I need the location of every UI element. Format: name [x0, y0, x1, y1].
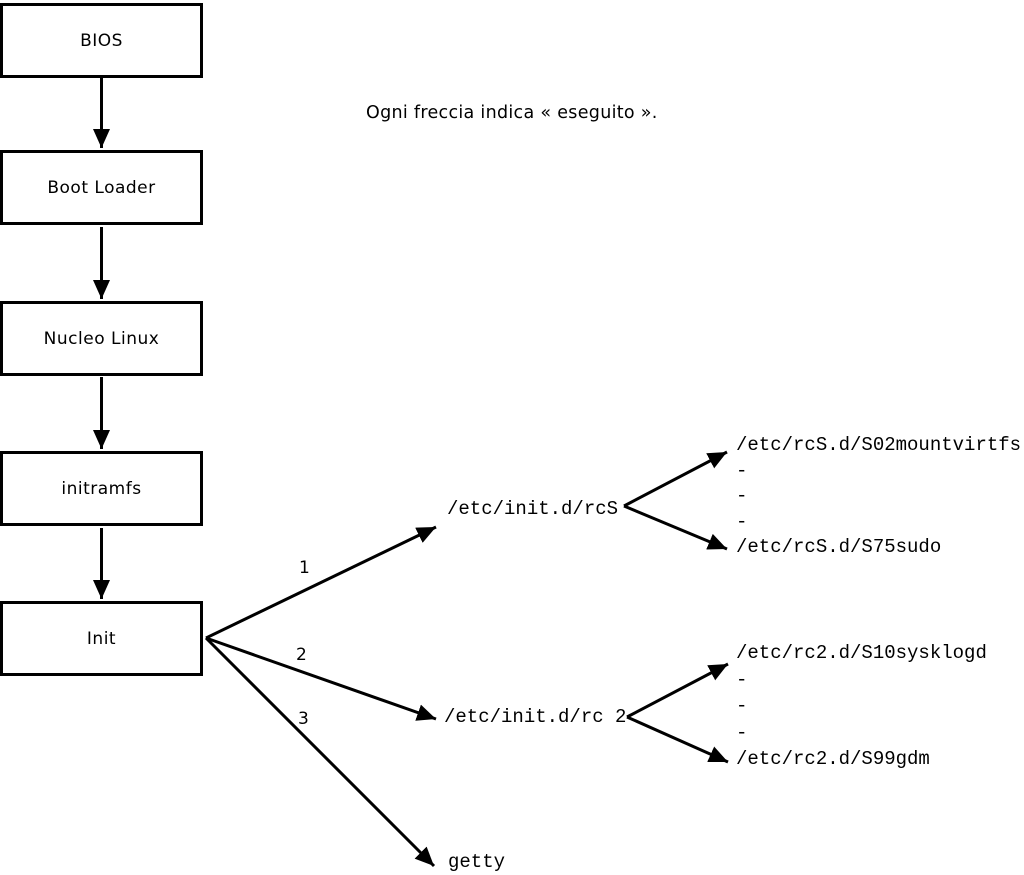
node-boot-loader-label: Boot Loader [47, 177, 156, 198]
edge-label-2: 2 [296, 645, 307, 665]
arrow-rcs-to-first-script [623, 450, 728, 508]
arrow-rc2-to-last-script [626, 715, 729, 764]
arrow-init-to-rc2 [205, 636, 437, 721]
rcs-script-item: - [736, 459, 748, 482]
label-getty: getty [448, 851, 506, 873]
node-boot-loader: Boot Loader [0, 150, 203, 225]
rcs-script-item: - [736, 510, 748, 533]
rc2-script-item: - [736, 668, 748, 691]
rc2-script-item: /etc/rc2.d/S10sysklogd [736, 642, 987, 664]
node-bios-label: BIOS [80, 30, 123, 51]
rcs-script-list: /etc/rcS.d/S02mountvirtfs - - - /etc/rcS… [736, 433, 1021, 561]
node-initramfs: initramfs [0, 451, 203, 526]
rcs-script-item: /etc/rcS.d/S02mountvirtfs [736, 434, 1022, 456]
rcs-script-item: - [736, 485, 748, 507]
label-init-d-rcs: /etc/init.d/rcS [447, 498, 619, 520]
node-nucleo-linux-label: Nucleo Linux [43, 328, 160, 349]
rc2-script-item: - [736, 695, 748, 717]
label-init-d-rc2: /etc/init.d/rc 2 [444, 706, 627, 728]
node-init-label: Init [86, 628, 117, 649]
arrow-rc2-to-first-script [626, 662, 729, 719]
arrow-init-to-rcs [205, 525, 437, 640]
rc2-script-item: /etc/rc2.d/S99gdm [736, 748, 930, 770]
arrow-rcs-to-last-script [623, 504, 728, 551]
rcs-script-item: /etc/rcS.d/S75sudo [736, 536, 942, 558]
rc2-script-list: /etc/rc2.d/S10sysklogd - - - /etc/rc2.d/… [736, 640, 987, 773]
arrow-init-to-getty [204, 636, 436, 868]
node-initramfs-label: initramfs [61, 478, 142, 499]
rc2-script-item: - [736, 721, 748, 744]
edge-label-3: 3 [298, 709, 309, 729]
legend-note: Ogni freccia indica « eseguito ». [366, 103, 658, 123]
edge-label-1: 1 [299, 558, 310, 578]
node-nucleo-linux: Nucleo Linux [0, 301, 203, 376]
node-bios: BIOS [0, 3, 203, 78]
node-init: Init [0, 601, 203, 676]
